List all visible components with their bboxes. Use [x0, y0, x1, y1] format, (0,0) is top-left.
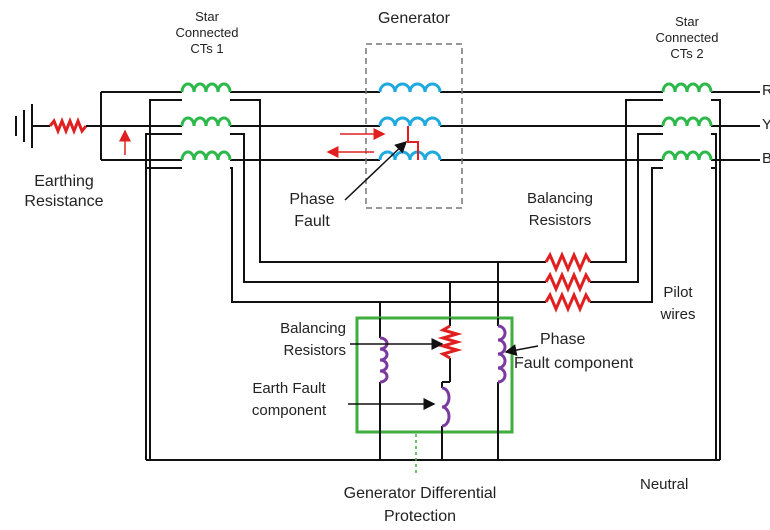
left-pilot-wires	[145, 99, 499, 460]
earth-component-label-line2: component	[251, 402, 327, 419]
ct2-label-line2: Connected	[655, 30, 719, 45]
relay-box	[355, 316, 514, 434]
pilot-wires-label-line1: Pilot	[663, 284, 693, 301]
earth-component-label-line1: Earth Fault	[252, 380, 326, 397]
relay-balancing-resistor	[437, 324, 463, 360]
earthing-label-line2: Resistance	[24, 193, 104, 210]
ct1-coils	[180, 82, 232, 161]
relay-earth-fault-coil	[441, 386, 451, 428]
earthing-label-line1: Earthing	[34, 173, 94, 190]
diagram-title-line1: Generator Differential	[343, 485, 497, 502]
relay-pointers	[348, 338, 539, 410]
phase-fault-label-line1: Phase	[289, 191, 335, 208]
phase-y-label: Y	[762, 116, 770, 133]
relay-phase-fault-coil	[497, 324, 507, 384]
right-pilot-wires	[380, 99, 721, 460]
balancing-resistors-top	[544, 251, 592, 313]
star-point-bus	[100, 91, 182, 161]
phase-fault-link	[407, 126, 419, 160]
ct2-label-line3: CTs 2	[670, 46, 704, 61]
neutral-label: Neutral	[640, 476, 689, 493]
phase-conductors	[230, 91, 760, 161]
relay-balancing-coil-left	[379, 336, 389, 384]
phase-b-label: B	[762, 150, 770, 167]
relay-balancing-label-line2: Resistors	[283, 342, 346, 359]
earth-symbol	[15, 104, 50, 148]
generator-label: Generator	[377, 10, 451, 27]
balancing-top-label-line2: Resistors	[528, 212, 592, 229]
phase-fault-label-line2: Fault	[294, 213, 330, 230]
phase-component-label-line1: Phase	[540, 331, 586, 348]
phase-fault-pointer	[344, 140, 408, 201]
ct1-label-line2: Connected	[175, 25, 239, 40]
ct2-label-line1: Star	[675, 14, 699, 29]
generator-windings	[378, 82, 442, 161]
diagram-title-line2: Protection	[383, 508, 457, 525]
earthing-resistor	[48, 116, 88, 136]
phase-component-label-line2: Fault component	[514, 355, 634, 372]
phase-r-label: R	[762, 82, 770, 99]
balancing-top-label-line1: Balancing	[527, 190, 593, 207]
relay-balancing-label-line1: Balancing	[280, 320, 346, 337]
ct1-label-line1: Star	[195, 9, 219, 24]
ct2-coils	[661, 82, 713, 161]
ct1-label-line3: CTs 1	[190, 41, 224, 56]
relay-wiring	[379, 318, 499, 460]
pilot-wires-label-line2: wires	[660, 306, 696, 323]
